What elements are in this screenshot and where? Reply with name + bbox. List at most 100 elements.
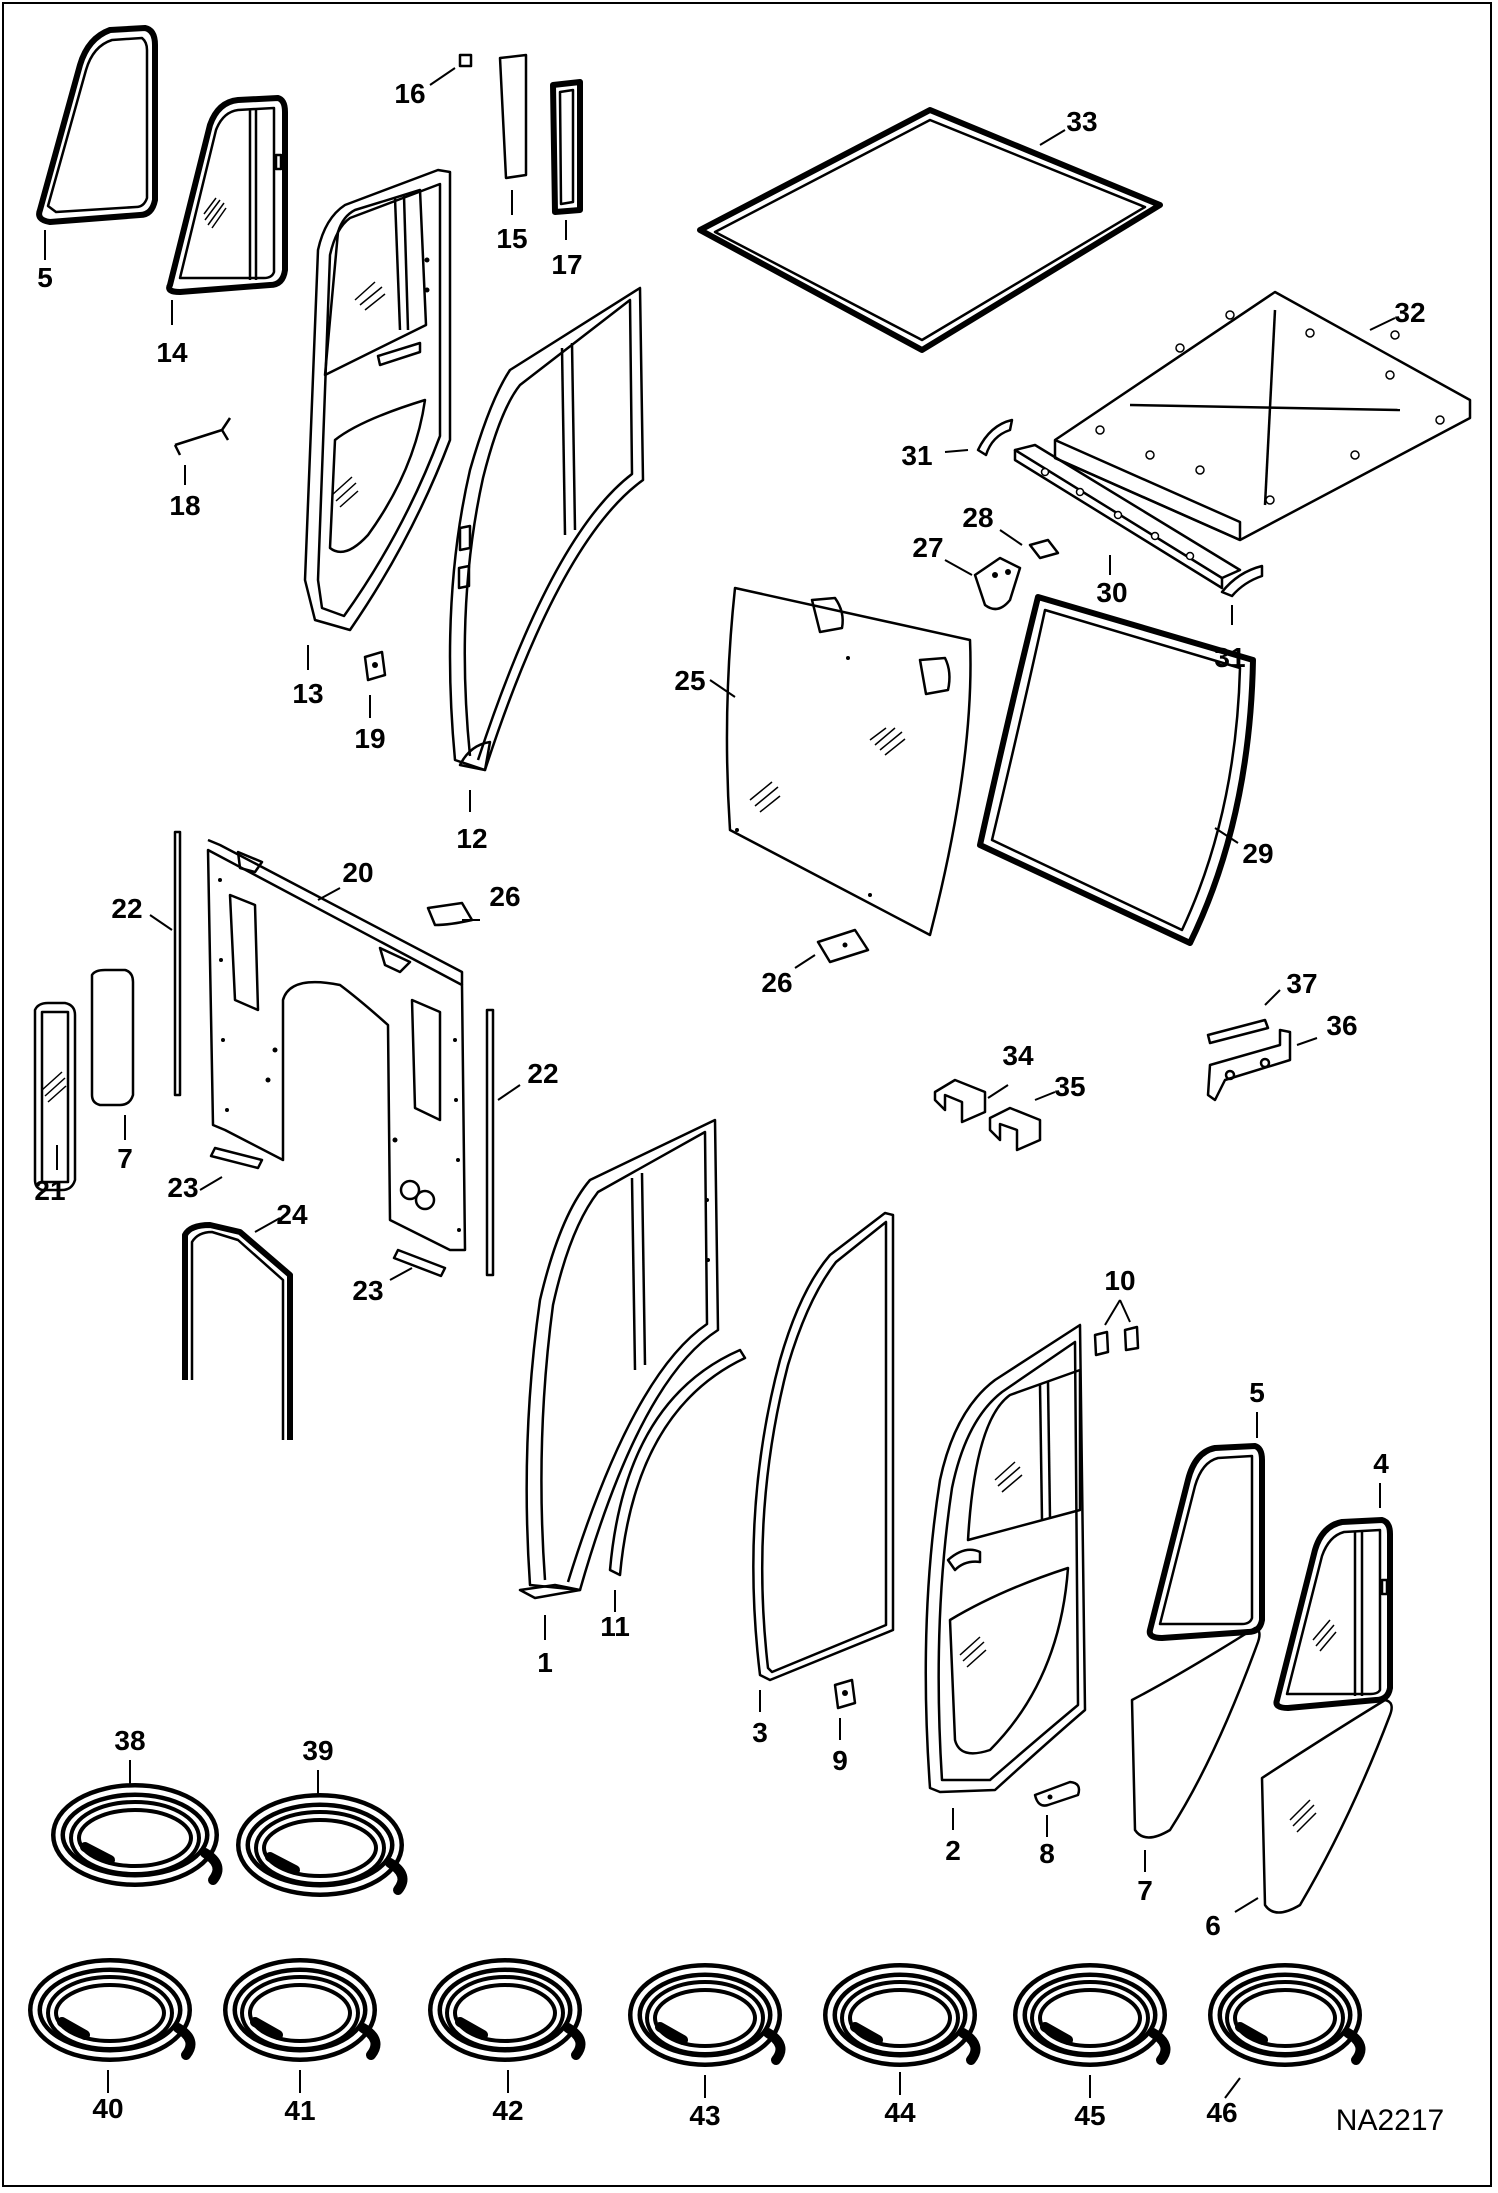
callout-14: 14 xyxy=(156,337,188,368)
callout-19: 19 xyxy=(354,723,385,754)
part-27-wiper-bracket xyxy=(973,556,1022,611)
callout-10: 10 xyxy=(1104,1265,1135,1296)
part-31-corner-strip-lower xyxy=(1220,564,1264,598)
callout-22-right: 22 xyxy=(527,1058,558,1089)
callout-4: 4 xyxy=(1373,1448,1389,1479)
callout-42: 42 xyxy=(492,2095,523,2126)
part-30-front-header xyxy=(1013,443,1242,590)
part-31-corner-strip-upper xyxy=(976,418,1014,457)
part-10-hinges xyxy=(1093,1325,1140,1357)
part-14-sliding-window xyxy=(166,95,288,295)
coil-seal-41 xyxy=(223,1958,381,2062)
coil-seal-40 xyxy=(28,1958,196,2062)
part-12-left-door-frame xyxy=(448,286,645,772)
part-34-bracket xyxy=(933,1078,987,1124)
part-15-glass-panel xyxy=(498,53,528,180)
callout-26-lower: 26 xyxy=(761,967,792,998)
part-11-curved-strip xyxy=(608,1348,747,1577)
part-29-front-glass-seal xyxy=(977,594,1256,946)
part-32-roof-panel xyxy=(1053,290,1472,542)
callout-3: 3 xyxy=(752,1717,768,1748)
callout-1: 1 xyxy=(537,1647,553,1678)
part-5-window-seal xyxy=(36,25,158,225)
callout-7-right: 7 xyxy=(1137,1875,1153,1906)
callout-35: 35 xyxy=(1054,1071,1085,1102)
part-8-handle xyxy=(1033,1780,1081,1807)
callout-31-upper: 31 xyxy=(901,440,932,471)
part-22-strip-right xyxy=(485,1008,495,1277)
part-35-bracket xyxy=(988,1106,1042,1152)
part-17-window-frame xyxy=(550,79,583,215)
callout-31-lower: 31 xyxy=(1214,642,1245,673)
callout-21: 21 xyxy=(34,1175,65,1206)
part-9-latch xyxy=(833,1678,857,1710)
part-20-rear-panel xyxy=(206,838,467,1252)
part-22-strip-left xyxy=(173,830,182,1097)
callout-9: 9 xyxy=(832,1745,848,1776)
part-4-sliding-window xyxy=(1273,1517,1393,1711)
callout-11: 11 xyxy=(600,1611,630,1642)
callout-5-right: 5 xyxy=(1249,1377,1265,1408)
part-37-plate xyxy=(1206,1018,1270,1045)
part-18-handle-rod xyxy=(173,417,232,456)
part-5-window-seal-right xyxy=(1146,1443,1265,1641)
callout-5: 5 xyxy=(37,262,53,293)
coil-seal-42 xyxy=(428,1958,586,2062)
part-36-bracket xyxy=(1206,1028,1292,1102)
callout-27: 27 xyxy=(912,532,943,563)
callout-20: 20 xyxy=(342,857,373,888)
callout-7-left: 7 xyxy=(117,1143,133,1174)
part-16-clip xyxy=(458,53,473,68)
part-3-door-glass xyxy=(752,1211,895,1682)
part-28-plate xyxy=(1028,538,1060,560)
part-7-lower-glass-right xyxy=(1130,1626,1261,1839)
coil-seal-45 xyxy=(1013,1963,1171,2067)
callout-12: 12 xyxy=(456,823,487,854)
callout-15: 15 xyxy=(496,223,527,254)
callout-28: 28 xyxy=(962,502,993,533)
callout-40: 40 xyxy=(92,2093,123,2124)
callout-8: 8 xyxy=(1039,1838,1055,1869)
coil-seal-46 xyxy=(1208,1963,1366,2067)
coil-seal-39 xyxy=(236,1793,408,1897)
callout-41: 41 xyxy=(284,2095,315,2126)
callout-13: 13 xyxy=(292,678,323,709)
callout-6: 6 xyxy=(1205,1910,1221,1941)
callout-45: 45 xyxy=(1074,2100,1105,2131)
part-23-strip-lower xyxy=(392,1248,447,1278)
callout-16: 16 xyxy=(394,78,425,109)
part-7-glass-panel-left xyxy=(90,968,135,1107)
callout-39: 39 xyxy=(302,1735,333,1766)
callout-17: 17 xyxy=(551,249,582,280)
callout-22-left: 22 xyxy=(111,893,142,924)
part-13-left-door xyxy=(303,168,452,632)
part-6-lower-glass-right xyxy=(1260,1698,1393,1914)
coil-seal-43 xyxy=(628,1963,786,2067)
callout-18: 18 xyxy=(169,490,200,521)
callout-33: 33 xyxy=(1066,106,1097,137)
callout-26-upper: 26 xyxy=(489,881,520,912)
callout-2: 2 xyxy=(945,1835,961,1866)
callout-25: 25 xyxy=(674,665,705,696)
drawing-reference: NA2217 xyxy=(1336,2104,1444,2137)
part-1-right-door-frame xyxy=(518,1118,720,1600)
part-24-arch-seal xyxy=(182,1222,293,1440)
callout-46: 46 xyxy=(1206,2097,1237,2128)
part-33-roof-seal xyxy=(697,107,1163,353)
callout-29: 29 xyxy=(1242,838,1273,869)
callout-23-lower: 23 xyxy=(352,1275,383,1306)
part-25-front-glass xyxy=(725,586,972,937)
callout-38: 38 xyxy=(114,1725,145,1756)
part-19-latch xyxy=(363,650,387,682)
part-26-hinge-upper xyxy=(426,901,474,927)
coil-seal-38 xyxy=(51,1783,223,1887)
callout-43: 43 xyxy=(689,2100,720,2131)
callout-23-upper: 23 xyxy=(167,1172,198,1203)
callout-30: 30 xyxy=(1096,577,1127,608)
part-26-hinge-lower xyxy=(816,928,870,964)
part-21-glass-panel xyxy=(33,1001,77,1192)
coil-seal-44 xyxy=(823,1963,981,2067)
callout-32: 32 xyxy=(1394,297,1425,328)
